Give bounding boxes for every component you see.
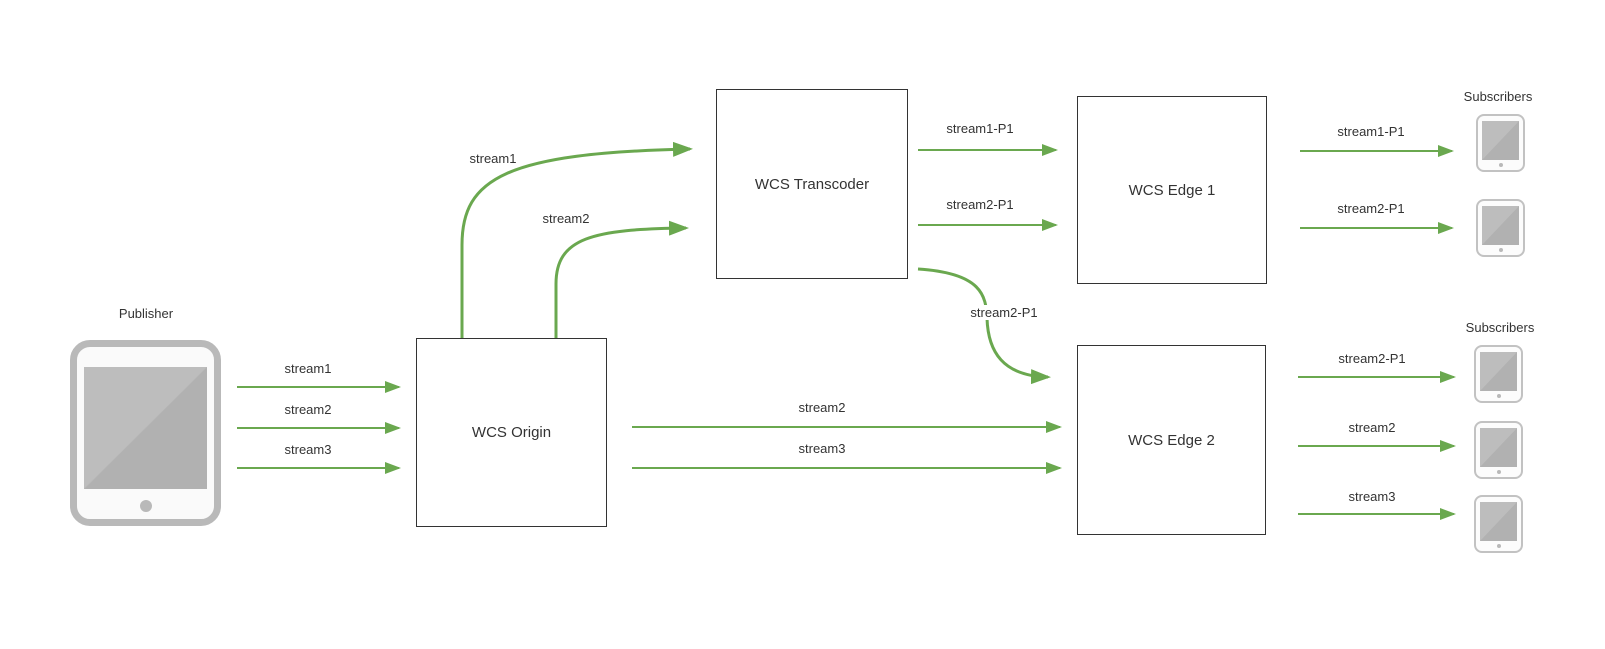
subscriber-tablet-icon (1476, 199, 1525, 257)
wcs-edge1-box: WCS Edge 1 (1077, 96, 1267, 284)
flow-label-pub-stream1: stream1 (281, 361, 335, 376)
flow-label-edge2-sub-stream3: stream3 (1345, 489, 1399, 504)
subscriber-tablet-icon (1474, 421, 1523, 479)
wcs-origin-label: WCS Origin (471, 424, 552, 441)
tablet-home-button (1496, 394, 1501, 398)
publisher-tablet-icon (70, 340, 221, 526)
subscribers-top-label: Subscribers (1463, 89, 1533, 104)
tablet-home-button (139, 500, 152, 512)
subscriber-tablet-icon (1476, 114, 1525, 172)
wcs-origin-box: WCS Origin (416, 338, 607, 527)
flow-label-edge2-sub-stream2: stream2 (1345, 420, 1399, 435)
flow-label-pub-stream2: stream2 (281, 402, 335, 417)
flow-label-transcoder-edge1-stream2p1: stream2-P1 (943, 197, 1017, 212)
tablet-screen (84, 367, 207, 489)
wcs-edge2-label: WCS Edge 2 (1128, 431, 1215, 449)
tablet-screen (1482, 121, 1519, 160)
flow-label-origin-edge2-stream3: stream3 (795, 441, 849, 456)
arrow-transcoder-edge2-stream2p1 (917, 267, 1051, 385)
tablet-home-button (1498, 163, 1503, 167)
tablet-home-button (1496, 470, 1501, 474)
tablet-home-button (1498, 248, 1503, 252)
subscriber-tablet-icon (1474, 495, 1523, 553)
flow-label-transcoder-edge2-stream2p1: stream2-P1 (967, 305, 1041, 320)
arrow-origin-transcoder-stream1 (460, 141, 693, 338)
tablet-screen (1482, 206, 1519, 245)
flow-label-origin-edge2-stream2: stream2 (795, 400, 849, 415)
wcs-edge1-label: WCS Edge 1 (1128, 181, 1216, 199)
tablet-screen (1480, 502, 1517, 541)
flow-label-pub-stream3: stream3 (281, 442, 335, 457)
flow-label-edge2-sub-stream2p1: stream2-P1 (1335, 351, 1409, 366)
tablet-home-button (1496, 544, 1501, 548)
wcs-transcoder-box: WCS Transcoder (716, 89, 908, 279)
publisher-label: Publisher (118, 306, 174, 321)
tablet-screen (1480, 352, 1517, 391)
subscribers-bottom-label: Subscribers (1465, 320, 1535, 335)
arrow-origin-transcoder-stream2 (554, 220, 689, 338)
subscriber-tablet-icon (1474, 345, 1523, 403)
flow-label-edge1-sub-stream2p1: stream2-P1 (1334, 201, 1408, 216)
flow-label-edge1-sub-stream1p1: stream1-P1 (1334, 124, 1408, 139)
flow-label-transcoder-edge1-stream1p1: stream1-P1 (943, 121, 1017, 136)
tablet-screen (1480, 428, 1517, 467)
wcs-edge2-box: WCS Edge 2 (1077, 345, 1266, 535)
flow-label-origin-transcoder-stream2: stream2 (539, 211, 593, 226)
wcs-transcoder-label: WCS Transcoder (754, 175, 870, 193)
flow-label-origin-transcoder-stream1: stream1 (466, 151, 520, 166)
